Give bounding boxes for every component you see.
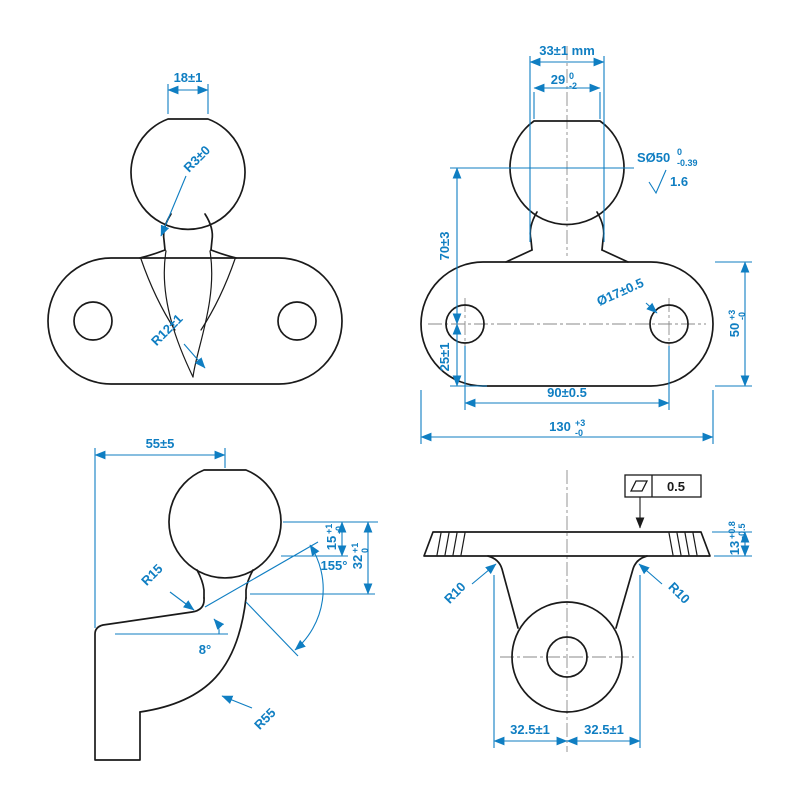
dim-ball-center-height: 70±3: [437, 232, 452, 261]
dim-flat-width-sup: 0: [569, 71, 574, 81]
dim-neck-diameter: 33±1 mm: [539, 43, 595, 58]
dim-center-to-collar: 15: [324, 536, 339, 550]
dims-front-left: 18±1 R3±0 R12±1: [148, 70, 214, 369]
dim-base-length: 130: [549, 419, 571, 434]
dims-side: 55±5 15 +1 -0 32 +1 0 155°: [94, 436, 378, 733]
dim-bend-angle: 155°: [321, 558, 348, 573]
dim-flat-width: 29: [551, 72, 565, 87]
dim-plate-thickness-sup: +0.8: [727, 521, 737, 539]
view-front-left: 18±1 R3±0 R12±1: [47, 70, 343, 385]
flatness-symbol-icon: [629, 480, 649, 492]
dim-pedestal-half-width-right: 32.5±1: [584, 722, 624, 737]
dim-fillet-radius-r10-right: R10: [665, 579, 692, 606]
serrations-left: [436, 532, 466, 556]
dim-plate-thickness-sub: -0.5: [737, 523, 747, 539]
dim-sphere-diameter-sup: 0: [677, 147, 682, 157]
part-outline-bottom: [423, 531, 711, 713]
part-outline-side: [94, 469, 282, 761]
view-front-right: 33±1 mm 29 0 -2 SØ50 0 -0.39 1.6 70±3: [420, 43, 752, 444]
view-side: 55±5 15 +1 -0 32 +1 0 155°: [94, 436, 378, 761]
dim-sphere-diameter-sub: -0.39: [677, 158, 698, 168]
dim-center-to-collar-sup: +1: [324, 524, 334, 534]
dim-flat-width-sub: -2: [569, 81, 577, 91]
dims-front-right: 33±1 mm 29 0 -2 SØ50 0 -0.39 1.6 70±3: [420, 43, 752, 444]
dim-hole-spacing: 90±0.5: [547, 385, 587, 400]
dim-pedestal-half-width-left: 32.5±1: [510, 722, 550, 737]
dim-arm-offset: 55±5: [146, 436, 175, 451]
dim-center-to-collar-sub: -0: [334, 526, 344, 534]
dim-base-length-sub: -0: [575, 428, 583, 438]
dim-fillet-radius-r15: R15: [138, 561, 165, 588]
dim-sphere-diameter: SØ50: [637, 150, 670, 165]
part-outline-front-left: [47, 118, 343, 385]
view-bottom: 0.5 13 +0.8 -0.5 R10 R10: [423, 470, 752, 752]
serrations-right: [668, 532, 698, 556]
dim-base-height-sub: -0: [737, 312, 747, 320]
surface-roughness-value: 1.6: [670, 174, 688, 189]
dim-hole-diameter: Ø17±0.5: [594, 275, 646, 309]
dim-bend-radius-r55: R55: [251, 705, 278, 732]
dim-center-to-neck-sub: 0: [360, 548, 370, 553]
dim-center-to-neck-sup: +1: [350, 543, 360, 553]
surface-roughness-icon: [648, 169, 667, 195]
centerlines-front-right: [428, 46, 706, 350]
centerlines-bottom: [500, 470, 634, 752]
dim-plate-thickness: 13: [727, 541, 742, 555]
dim-taper-angle: 8°: [199, 642, 211, 657]
dim-hole-to-bottom: 25±1: [437, 343, 452, 372]
part-outline-front-right: [420, 120, 714, 387]
dim-base-length-sup: +3: [575, 418, 585, 428]
flatness-tolerance-value: 0.5: [667, 479, 685, 494]
dim-fillet-radius-r10-left: R10: [441, 579, 468, 606]
flatness-frame: 0.5: [624, 474, 702, 529]
dim-ball-flat-width: 18±1: [174, 70, 203, 85]
dim-center-to-neck: 32: [350, 555, 365, 569]
dim-base-height: 50: [727, 323, 742, 337]
dim-base-height-sup: +3: [727, 310, 737, 320]
dim-neck-radius: R3±0: [181, 143, 214, 176]
